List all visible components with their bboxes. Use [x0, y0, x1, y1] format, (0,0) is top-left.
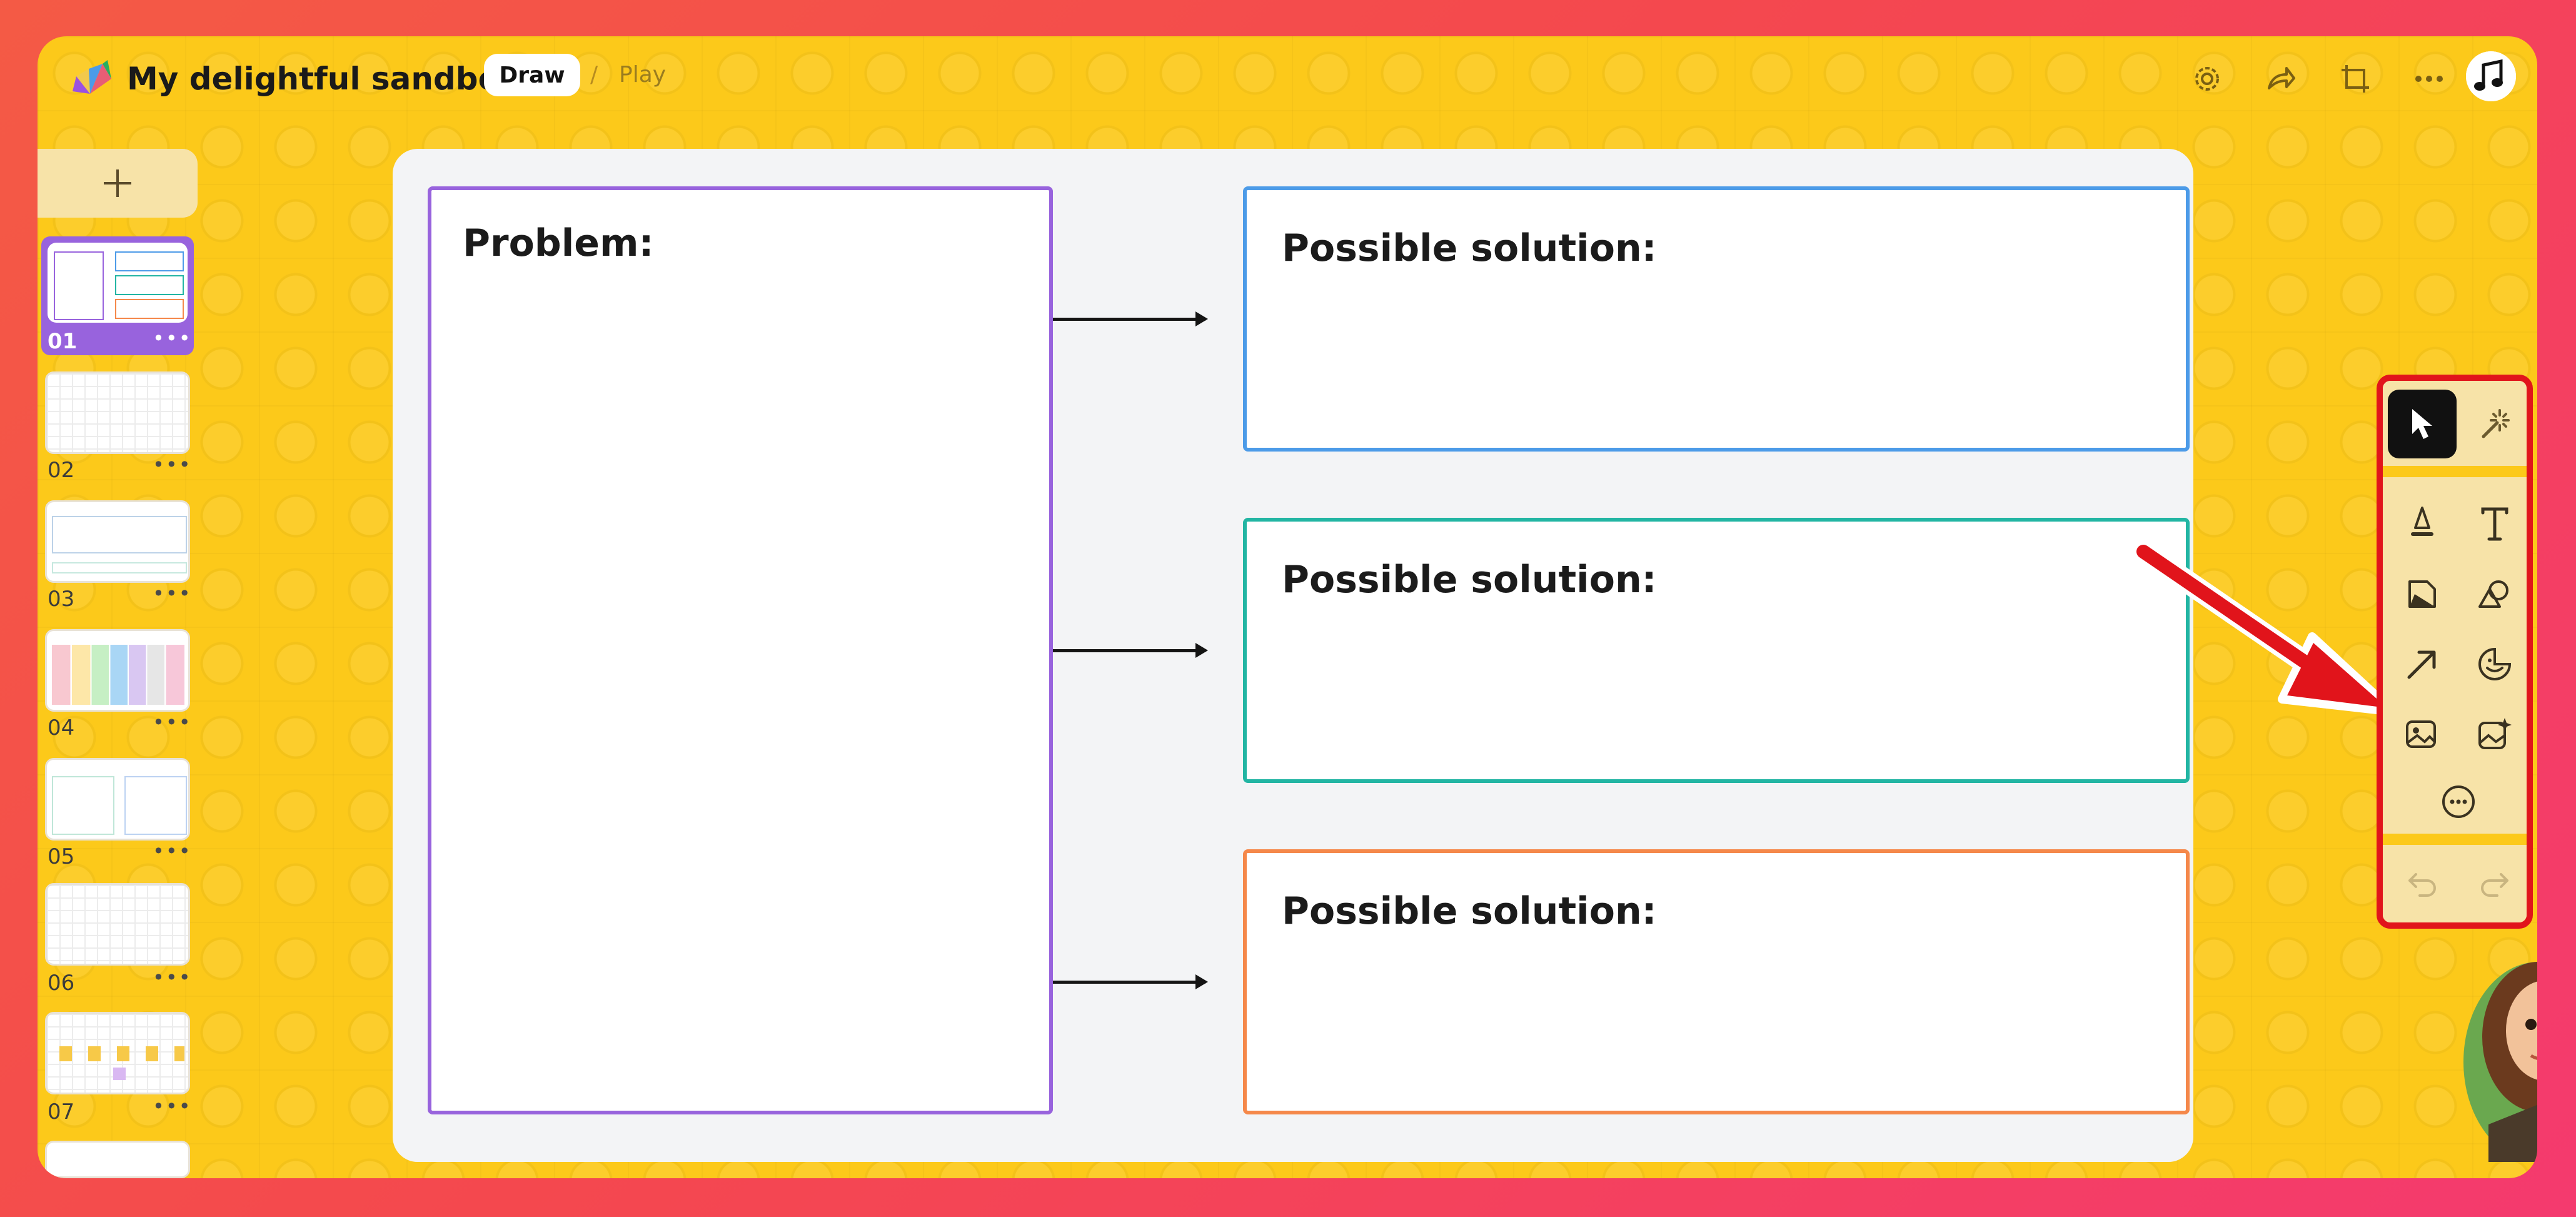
slide-thumbnail-01[interactable]	[48, 243, 188, 323]
solution-box-2[interactable]: Possible solution:	[1243, 518, 2190, 783]
slide-more-06[interactable]: •••	[153, 966, 192, 989]
add-slide-button[interactable]	[38, 149, 198, 218]
gear-icon[interactable]	[2187, 59, 2227, 99]
share-icon[interactable]	[2261, 59, 2301, 99]
slide-thumbnail-08[interactable]	[45, 1141, 190, 1178]
toolbar-divider-1	[2383, 466, 2527, 477]
slide-thumbnail-02[interactable]	[45, 371, 190, 454]
toolbar-section-tools	[2383, 477, 2527, 834]
slide-more-01[interactable]: •••	[153, 326, 192, 350]
toolbar-divider-2	[2383, 834, 2527, 845]
slide-more-03[interactable]: •••	[153, 582, 192, 605]
slide-number-07: 07	[48, 1099, 75, 1124]
solution-box-3[interactable]: Possible solution:	[1243, 849, 2190, 1114]
slide-more-04[interactable]: •••	[153, 710, 192, 734]
problem-box[interactable]: Problem:	[428, 186, 1053, 1114]
crop-icon[interactable]	[2335, 59, 2375, 99]
slide-more-05[interactable]: •••	[153, 839, 192, 863]
mode-separator: /	[590, 62, 598, 88]
board-title[interactable]: My delightful sandbox	[127, 61, 520, 97]
redo-icon[interactable]	[2460, 850, 2527, 919]
app-window: My delightful sandbox Draw / Play 01 •••…	[38, 36, 2537, 1178]
shapes-icon[interactable]	[2460, 560, 2527, 629]
image-icon[interactable]	[2388, 700, 2457, 769]
slide-number-03: 03	[48, 587, 75, 612]
slide-number-05: 05	[48, 844, 75, 869]
slide-number-04: 04	[48, 715, 75, 740]
drawing-toolbar	[2377, 375, 2533, 929]
solution-box-1[interactable]: Possible solution:	[1243, 186, 2190, 452]
connector-arrow-3[interactable]	[1053, 974, 1208, 989]
annotation-arrow-icon	[2132, 540, 2398, 716]
problem-label: Problem:	[463, 221, 654, 265]
ai-image-icon[interactable]	[2460, 700, 2527, 769]
slide-more-07[interactable]: •••	[153, 1094, 192, 1118]
sticker-icon[interactable]	[2460, 630, 2527, 699]
slide-thumbnail-04[interactable]	[45, 629, 190, 712]
slide-thumbnail-05[interactable]	[45, 758, 190, 841]
cursor-icon[interactable]	[2388, 390, 2457, 458]
text-icon[interactable]	[2460, 490, 2527, 558]
slide-number-02: 02	[48, 458, 75, 483]
play-mode-button[interactable]: Play	[619, 62, 667, 88]
slide-thumbnail-07[interactable]	[45, 1012, 190, 1094]
slide-thumbnail-03[interactable]	[45, 500, 190, 583]
board-canvas[interactable]: Problem: Possible solution: Possible sol…	[393, 149, 2193, 1162]
more-tools-icon[interactable]	[2424, 767, 2493, 836]
solution-label-1: Possible solution:	[1282, 226, 1657, 270]
slide-number-06: 06	[48, 971, 75, 996]
magic-wand-icon[interactable]	[2460, 390, 2527, 458]
character-avatar[interactable]	[2463, 937, 2537, 1162]
solution-label-2: Possible solution:	[1282, 558, 1657, 602]
music-avatar-icon[interactable]	[2466, 51, 2516, 101]
solution-label-3: Possible solution:	[1282, 889, 1657, 933]
connector-arrow-1[interactable]	[1053, 311, 1208, 326]
slide-thumbnail-06[interactable]	[45, 883, 190, 966]
draw-mode-button[interactable]: Draw	[484, 54, 580, 96]
plus-icon	[104, 169, 131, 197]
more-icon[interactable]	[2409, 59, 2449, 99]
app-logo-icon[interactable]	[71, 58, 115, 101]
sticky-note-icon[interactable]	[2388, 560, 2457, 629]
arrow-icon[interactable]	[2388, 630, 2457, 699]
pen-icon[interactable]	[2388, 490, 2457, 558]
undo-icon[interactable]	[2388, 850, 2457, 919]
slide-number-01: 01	[48, 329, 78, 354]
slide-more-02[interactable]: •••	[153, 453, 192, 477]
connector-arrow-2[interactable]	[1053, 643, 1208, 658]
